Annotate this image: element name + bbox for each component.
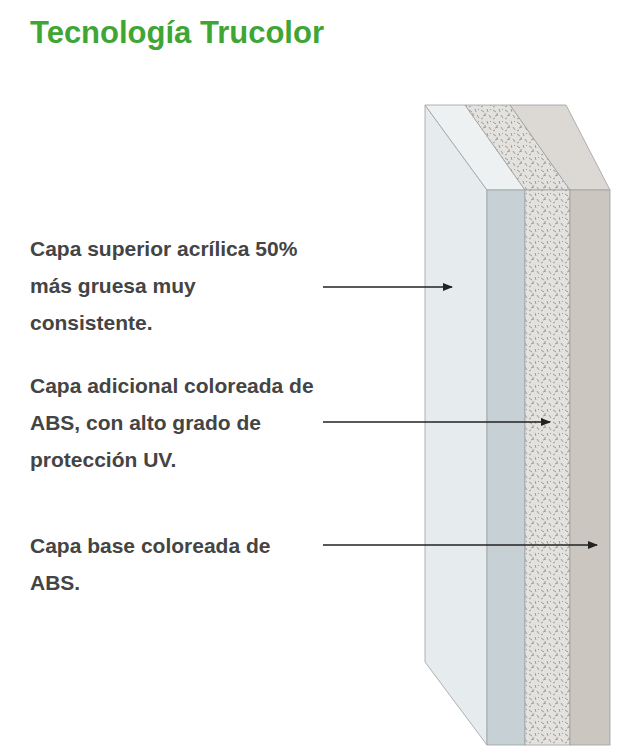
leader-arrow xyxy=(323,544,597,546)
layer-label: Capa adicional coloreada de ABS, con alt… xyxy=(30,367,315,478)
diagram-title: Tecnología Trucolor xyxy=(30,14,324,52)
layer-label: Capa superior acrílica 50% más gruesa mu… xyxy=(30,230,315,341)
leader-arrows xyxy=(323,287,597,545)
leader-arrow xyxy=(323,421,550,423)
leader-arrow xyxy=(323,286,452,288)
panel-layers xyxy=(425,105,610,745)
layer-label: Capa base coloreada de ABS. xyxy=(30,527,315,601)
